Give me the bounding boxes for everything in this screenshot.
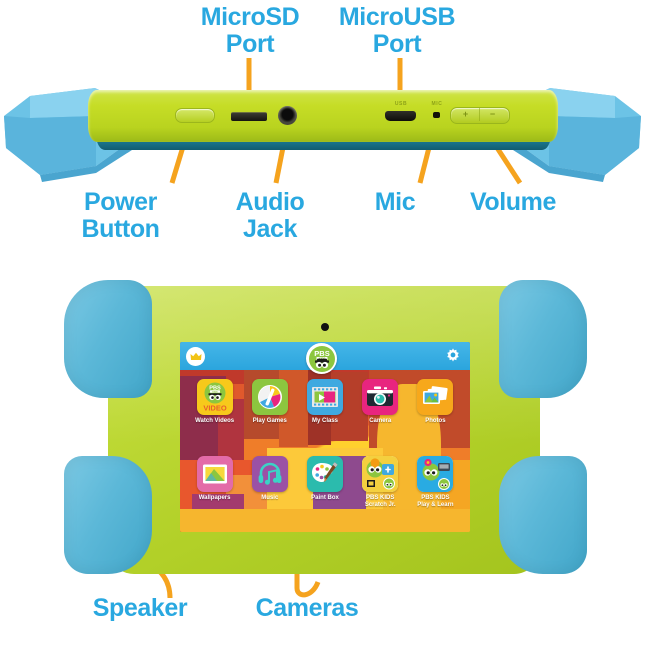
app-label: PBS KIDS Scratch Jr.	[364, 495, 396, 508]
camera-glyph	[367, 386, 394, 406]
callout-label-power-button: Power Button	[81, 188, 160, 243]
microusb-port-hardware[interactable]	[385, 111, 416, 121]
app-grid: PBS KIDS VIDEO Watch Videos	[188, 374, 462, 526]
app-photos[interactable]: Photos	[409, 374, 462, 449]
app-pbs-kids-play-and-learn[interactable]: PBS KIDS Play & Learn	[409, 451, 462, 526]
palette-brush-glyph	[311, 462, 338, 482]
headphones-note-glyph	[258, 462, 282, 485]
pinwheel-glyph	[257, 385, 282, 409]
palette-brush-icon[interactable]	[306, 456, 343, 492]
app-label: Wallpapers	[198, 495, 231, 501]
screen-status-bar: PBS KIDS	[180, 342, 470, 374]
callout-label-speaker: Speaker	[92, 594, 188, 622]
app-camera[interactable]: Camera	[354, 374, 407, 449]
tablet-screen[interactable]: PBS KIDS	[180, 342, 470, 532]
app-label: Watch Videos	[195, 418, 235, 424]
microsd-slot-hardware[interactable]	[231, 112, 267, 121]
callout-label-microusb-port: MicroUSB Port	[338, 3, 456, 58]
front-camera-lens	[321, 323, 329, 331]
mic-hole-hardware	[433, 112, 440, 118]
audio-jack-hardware[interactable]	[278, 106, 297, 125]
leader-arrow-cameras	[294, 580, 321, 598]
app-my-class[interactable]: My Class	[298, 374, 351, 449]
app-wallpapers[interactable]: Wallpapers	[188, 451, 241, 526]
scratch-jr-icon[interactable]	[362, 456, 399, 492]
callout-label-cameras: Cameras	[255, 594, 359, 622]
photos-icon[interactable]	[417, 379, 454, 415]
callout-label-mic: Mic	[374, 188, 416, 216]
app-play-games[interactable]: Play Games	[243, 374, 296, 449]
usb-port-tag-text: USB	[394, 101, 408, 107]
svg-text:VIDEO: VIDEO	[203, 404, 227, 413]
pbs-kids-video-icon[interactable]: PBS KIDS VIDEO	[196, 379, 233, 415]
svg-text:PBS: PBS	[209, 386, 221, 392]
headphones-note-icon[interactable]	[251, 456, 288, 492]
scratch-jr-glyph	[362, 456, 399, 492]
app-pbs-kids-scratch-jr[interactable]: PBS KIDS Scratch Jr.	[354, 451, 407, 526]
app-paint-box[interactable]: Paint Box	[298, 451, 351, 526]
volume-down-glyph[interactable]: −	[489, 109, 496, 119]
app-label: Camera	[369, 418, 392, 424]
bumper-grip-top-right	[499, 280, 587, 398]
pbs-kids-video-glyph: PBS KIDS VIDEO	[203, 382, 227, 413]
svg-text:PBS: PBS	[314, 349, 329, 358]
app-music[interactable]: Music	[243, 451, 296, 526]
volume-rocker-divider	[479, 108, 480, 121]
crown-icon[interactable]	[186, 347, 205, 366]
mic-tag-text: MIC	[431, 101, 443, 107]
app-label: Photos	[425, 418, 446, 424]
crown-glyph	[190, 352, 201, 360]
app-label: Paint Box	[311, 495, 339, 501]
power-button-hardware[interactable]	[175, 108, 215, 123]
film-strip-icon[interactable]	[306, 379, 343, 415]
app-label: PBS KIDS Play & Learn	[417, 495, 454, 508]
pbs-kids-face-glyph: PBS KIDS	[314, 349, 329, 368]
svg-text:KIDS: KIDS	[212, 391, 218, 393]
play-learn-icon[interactable]	[417, 456, 454, 492]
pinwheel-icon[interactable]	[251, 379, 288, 415]
picture-frame-icon[interactable]	[196, 456, 233, 492]
app-label: My Class	[311, 418, 338, 424]
film-strip-glyph	[311, 387, 338, 407]
photos-glyph	[423, 386, 449, 404]
gear-icon[interactable]	[444, 347, 462, 365]
app-label: Play Games	[252, 418, 287, 424]
app-watch-videos[interactable]: PBS KIDS VIDEO Watch Videos	[188, 374, 241, 449]
pbs-kids-logo-inner: PBS KIDS	[308, 345, 335, 372]
tablet-front-view: PBS KIDS	[38, 280, 613, 580]
bumper-grip-top-left	[64, 280, 152, 398]
bumper-grip-bottom-left	[64, 456, 152, 574]
tablet-top-edge-view: USB MIC + −	[0, 72, 645, 182]
callout-label-volume: Volume	[469, 188, 557, 216]
camera-icon[interactable]	[362, 379, 399, 415]
callout-label-microsd-port: MicroSD Port	[200, 3, 300, 58]
volume-rocker-hardware[interactable]	[450, 107, 510, 124]
app-label: Music	[261, 495, 279, 501]
play-learn-glyph	[417, 456, 454, 492]
picture-frame-glyph	[202, 464, 227, 484]
callout-label-audio-jack: Audio Jack	[235, 188, 305, 243]
bumper-grip-bottom-right	[499, 456, 587, 574]
gear-glyph	[447, 348, 459, 362]
pbs-kids-logo[interactable]: PBS KIDS	[306, 343, 337, 374]
volume-up-glyph[interactable]: +	[462, 109, 469, 119]
